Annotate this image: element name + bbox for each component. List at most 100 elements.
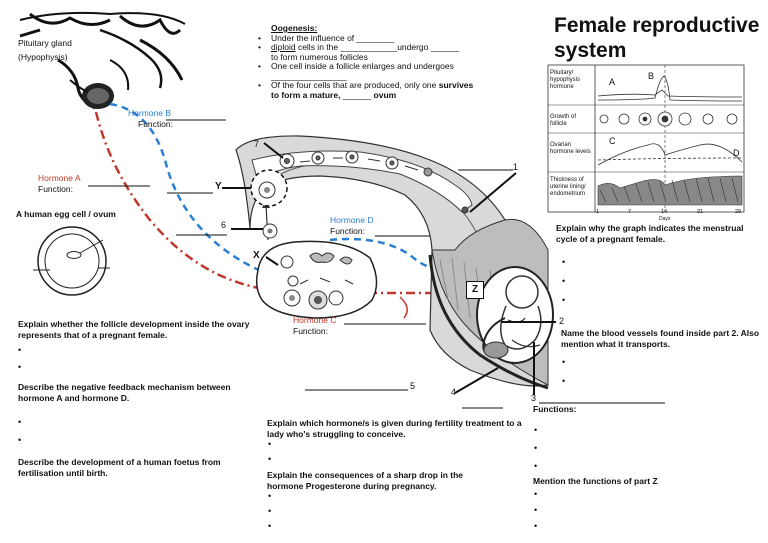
label-3: 3 <box>531 393 537 403</box>
question-follicle: Explain whether the follicle development… <box>18 319 250 340</box>
oogenesis-bullet-2-cont: to form numerous follicles <box>271 51 368 62</box>
partz-bullet-3: • <box>534 521 538 531</box>
label-2: 2 <box>559 316 565 326</box>
hormone-d-arrow-path <box>329 237 441 272</box>
oogenesis-block: Oogenesis: •Under the influence of _____… <box>258 23 488 100</box>
hormone-c-return-arrow <box>399 296 408 319</box>
label-7: 7 <box>254 139 260 149</box>
blood-bullet-1: • <box>562 357 566 367</box>
foetus <box>476 266 554 364</box>
hormone-b-arrow-path <box>109 102 271 277</box>
progesterone-bullet-3: • <box>268 521 272 531</box>
graph-curve-label-b: B <box>648 71 655 81</box>
oogenesis-heading: Oogenesis: <box>271 23 318 33</box>
oogenesis-bullet-3-blank: ________________ <box>271 70 347 81</box>
graph-row-label-1: Pituitary/ hypophysis hormone <box>550 70 581 90</box>
question-progesterone: Explain the consequences of a sharp drop… <box>267 470 464 491</box>
hormone-a-arrow-path <box>94 111 271 292</box>
graph-row-label-3: Ovarian hormone levels <box>550 142 591 155</box>
graph-curve-label-a: A <box>609 77 616 87</box>
fertility-bullet-2: • <box>268 454 272 464</box>
graph-xtick-1: 1 <box>596 209 600 215</box>
tube-cells <box>279 150 469 214</box>
ovary <box>255 240 378 319</box>
curve-c <box>597 143 743 166</box>
feedback-bullet-1: • <box>18 417 22 427</box>
pituitary-label-line2: (Hypophysis) <box>18 51 68 62</box>
pituitary-gland-shape <box>69 79 114 109</box>
progesterone-bullet-2: • <box>268 506 272 516</box>
partz-bullet-1: • <box>534 489 538 499</box>
label-z: Z <box>466 281 484 299</box>
hormone-d-label: Hormone D Function: <box>330 215 373 236</box>
egg-cell-title: A human egg cell / ovum <box>16 209 116 219</box>
label-6: 6 <box>221 220 227 230</box>
follicle-bullet-2: • <box>18 362 22 372</box>
pituitary-label-line1: Pituitary gland <box>18 38 72 48</box>
follicle-bullet-1: • <box>18 345 22 355</box>
main-title-line2: system <box>554 39 627 62</box>
question-graph: Explain why the graph indicates the mens… <box>556 223 744 244</box>
oogenesis-bullet-4: •Of the four cells that are produced, on… <box>258 80 474 90</box>
hormone-d-function: Function: <box>330 225 365 236</box>
graph-bullet-2: • <box>562 276 566 286</box>
question-feedback: Describe the negative feedback mechanism… <box>18 382 231 403</box>
graph-bullet-3: • <box>562 295 566 305</box>
hormone-d-name: Hormone D <box>330 215 374 225</box>
graph-xtick-21: 21 <box>697 209 704 215</box>
hormone-graph <box>547 64 745 213</box>
graph-row-label-2: Growth of follicle <box>550 114 577 127</box>
oogenesis-bullet-4-cont: to form a mature, ______ ovum <box>271 89 397 100</box>
graph-bullet-1: • <box>562 257 566 267</box>
functions-bullet-2: • <box>534 443 538 453</box>
follicle-icons <box>599 111 738 127</box>
partz-bullet-2: • <box>534 505 538 515</box>
hormone-a-label: Hormone A Function: <box>38 173 81 194</box>
main-title: Female reproductive system <box>554 13 759 63</box>
hormone-a-name: Hormone A <box>38 173 81 183</box>
tube-arrows <box>299 157 419 171</box>
oogenesis-bullet-3: •One cell inside a follicle enlarges and… <box>258 61 454 71</box>
hormone-b-function: Function: <box>138 118 173 129</box>
label-1: 1 <box>513 162 519 172</box>
hormone-a-function: Function: <box>38 183 73 194</box>
label-leader-lines <box>88 119 665 409</box>
graph-xtick-14: 14 <box>661 209 668 215</box>
label-5: 5 <box>410 381 416 391</box>
functions-bullet-1: • <box>534 425 538 435</box>
question-foetus: Describe the development of a human foet… <box>18 457 221 478</box>
oogenesis-bullet-2: •diploid cells in the ____________underg… <box>258 42 460 52</box>
graph-x-unit: Days <box>659 216 671 222</box>
feedback-bullet-2: • <box>18 435 22 445</box>
pituitary-label: Pituitary gland (Hypophysis) <box>18 38 72 62</box>
hormone-b-name: Hormone B <box>128 108 171 118</box>
egg-cell-diagram <box>33 226 110 296</box>
label-4: 4 <box>451 387 457 397</box>
hormone-c-name: Hormone C <box>293 315 337 325</box>
oogenesis-bullet-1: •Under the influence of ________ <box>258 32 395 43</box>
graph-row-label-4: Thickness of uterine lining/ endometrium <box>550 177 586 197</box>
question-fertility: Explain which hormone/s is given during … <box>267 418 522 439</box>
functions-label: Functions: <box>533 404 577 414</box>
brain-sketch <box>19 11 186 110</box>
question-blood-vessels: Name the blood vessels found inside part… <box>561 328 760 349</box>
main-title-line1: Female reproductive <box>554 14 760 37</box>
graph-xtick-29: 29 <box>735 209 742 215</box>
label-x: X <box>253 250 260 261</box>
hormone-c-function: Function: <box>293 325 328 336</box>
graph-xtick-7: 7 <box>628 209 632 215</box>
hormone-b-label: Hormone B Function: <box>128 108 173 129</box>
fertility-bullet-1: • <box>268 439 272 449</box>
graph-curve-label-d: D <box>733 148 740 158</box>
curve-a <box>597 89 743 98</box>
question-part-z: Mention the functions of part Z <box>533 476 658 486</box>
blood-bullet-2: • <box>562 376 566 386</box>
label-y: Y <box>215 181 222 192</box>
progesterone-bullet-1: • <box>268 491 272 501</box>
curve-d <box>597 157 743 161</box>
functions-bullet-3: • <box>534 461 538 471</box>
graph-curve-label-c: C <box>609 136 616 146</box>
endometrium-band <box>597 175 743 206</box>
curve-b <box>597 75 743 102</box>
